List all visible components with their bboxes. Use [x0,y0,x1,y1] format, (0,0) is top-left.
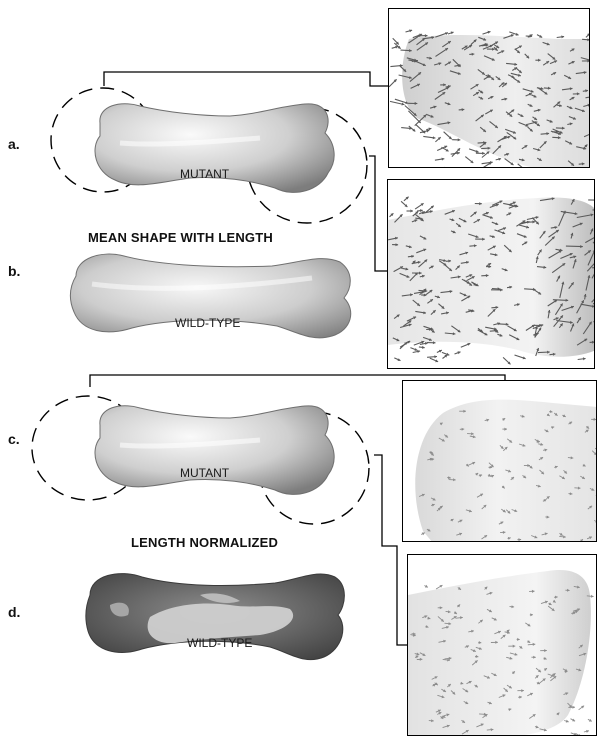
inset-1-vector-field [389,9,590,168]
inset-4-arrow-field [407,554,597,736]
bone-mutant-a [80,98,345,208]
vector-arrowhead [561,35,564,38]
panel-label-a: a. [8,136,20,152]
vector-arrowhead [434,355,437,358]
vector-arrowhead [522,167,525,168]
vector-arrowhead [572,706,575,709]
vector-arrow [594,353,595,358]
bone-wildtype-d [80,565,350,675]
connector-line-a-left [104,72,390,86]
vector-arrowhead [530,541,533,542]
panel-label-c: c. [8,431,20,447]
inset-4-vector-field [408,555,597,736]
inset-2-vector-field [388,180,595,369]
bone-label-a: MUTANT [180,167,229,181]
section-title-bottom: LENGTH NORMALIZED [131,535,278,550]
panel-label-b: b. [8,263,20,279]
inset-1-arrow-field [388,8,590,168]
section-title-top: MEAN SHAPE WITH LENGTH [88,230,273,245]
bone-label-d: WILD-TYPE [187,636,252,650]
inset-3-arrow-field [402,380,597,542]
vector-arrowhead [482,152,485,155]
vector-arrow [444,167,450,168]
vector-arrow [499,167,507,168]
vector-arrowhead [410,209,413,212]
panel-label-d: d. [8,604,20,620]
bone-mutant-c [80,400,345,510]
bone-label-b: WILD-TYPE [175,316,240,330]
vector-arrowhead [594,270,595,273]
vector-arrowhead [594,236,595,239]
bone-wildtype-b [62,248,357,350]
inset-3-vector-field [403,381,597,542]
vector-arrowhead [458,138,461,141]
inset-2-arrow-field [387,179,595,369]
bone-label-c: MUTANT [180,466,229,480]
